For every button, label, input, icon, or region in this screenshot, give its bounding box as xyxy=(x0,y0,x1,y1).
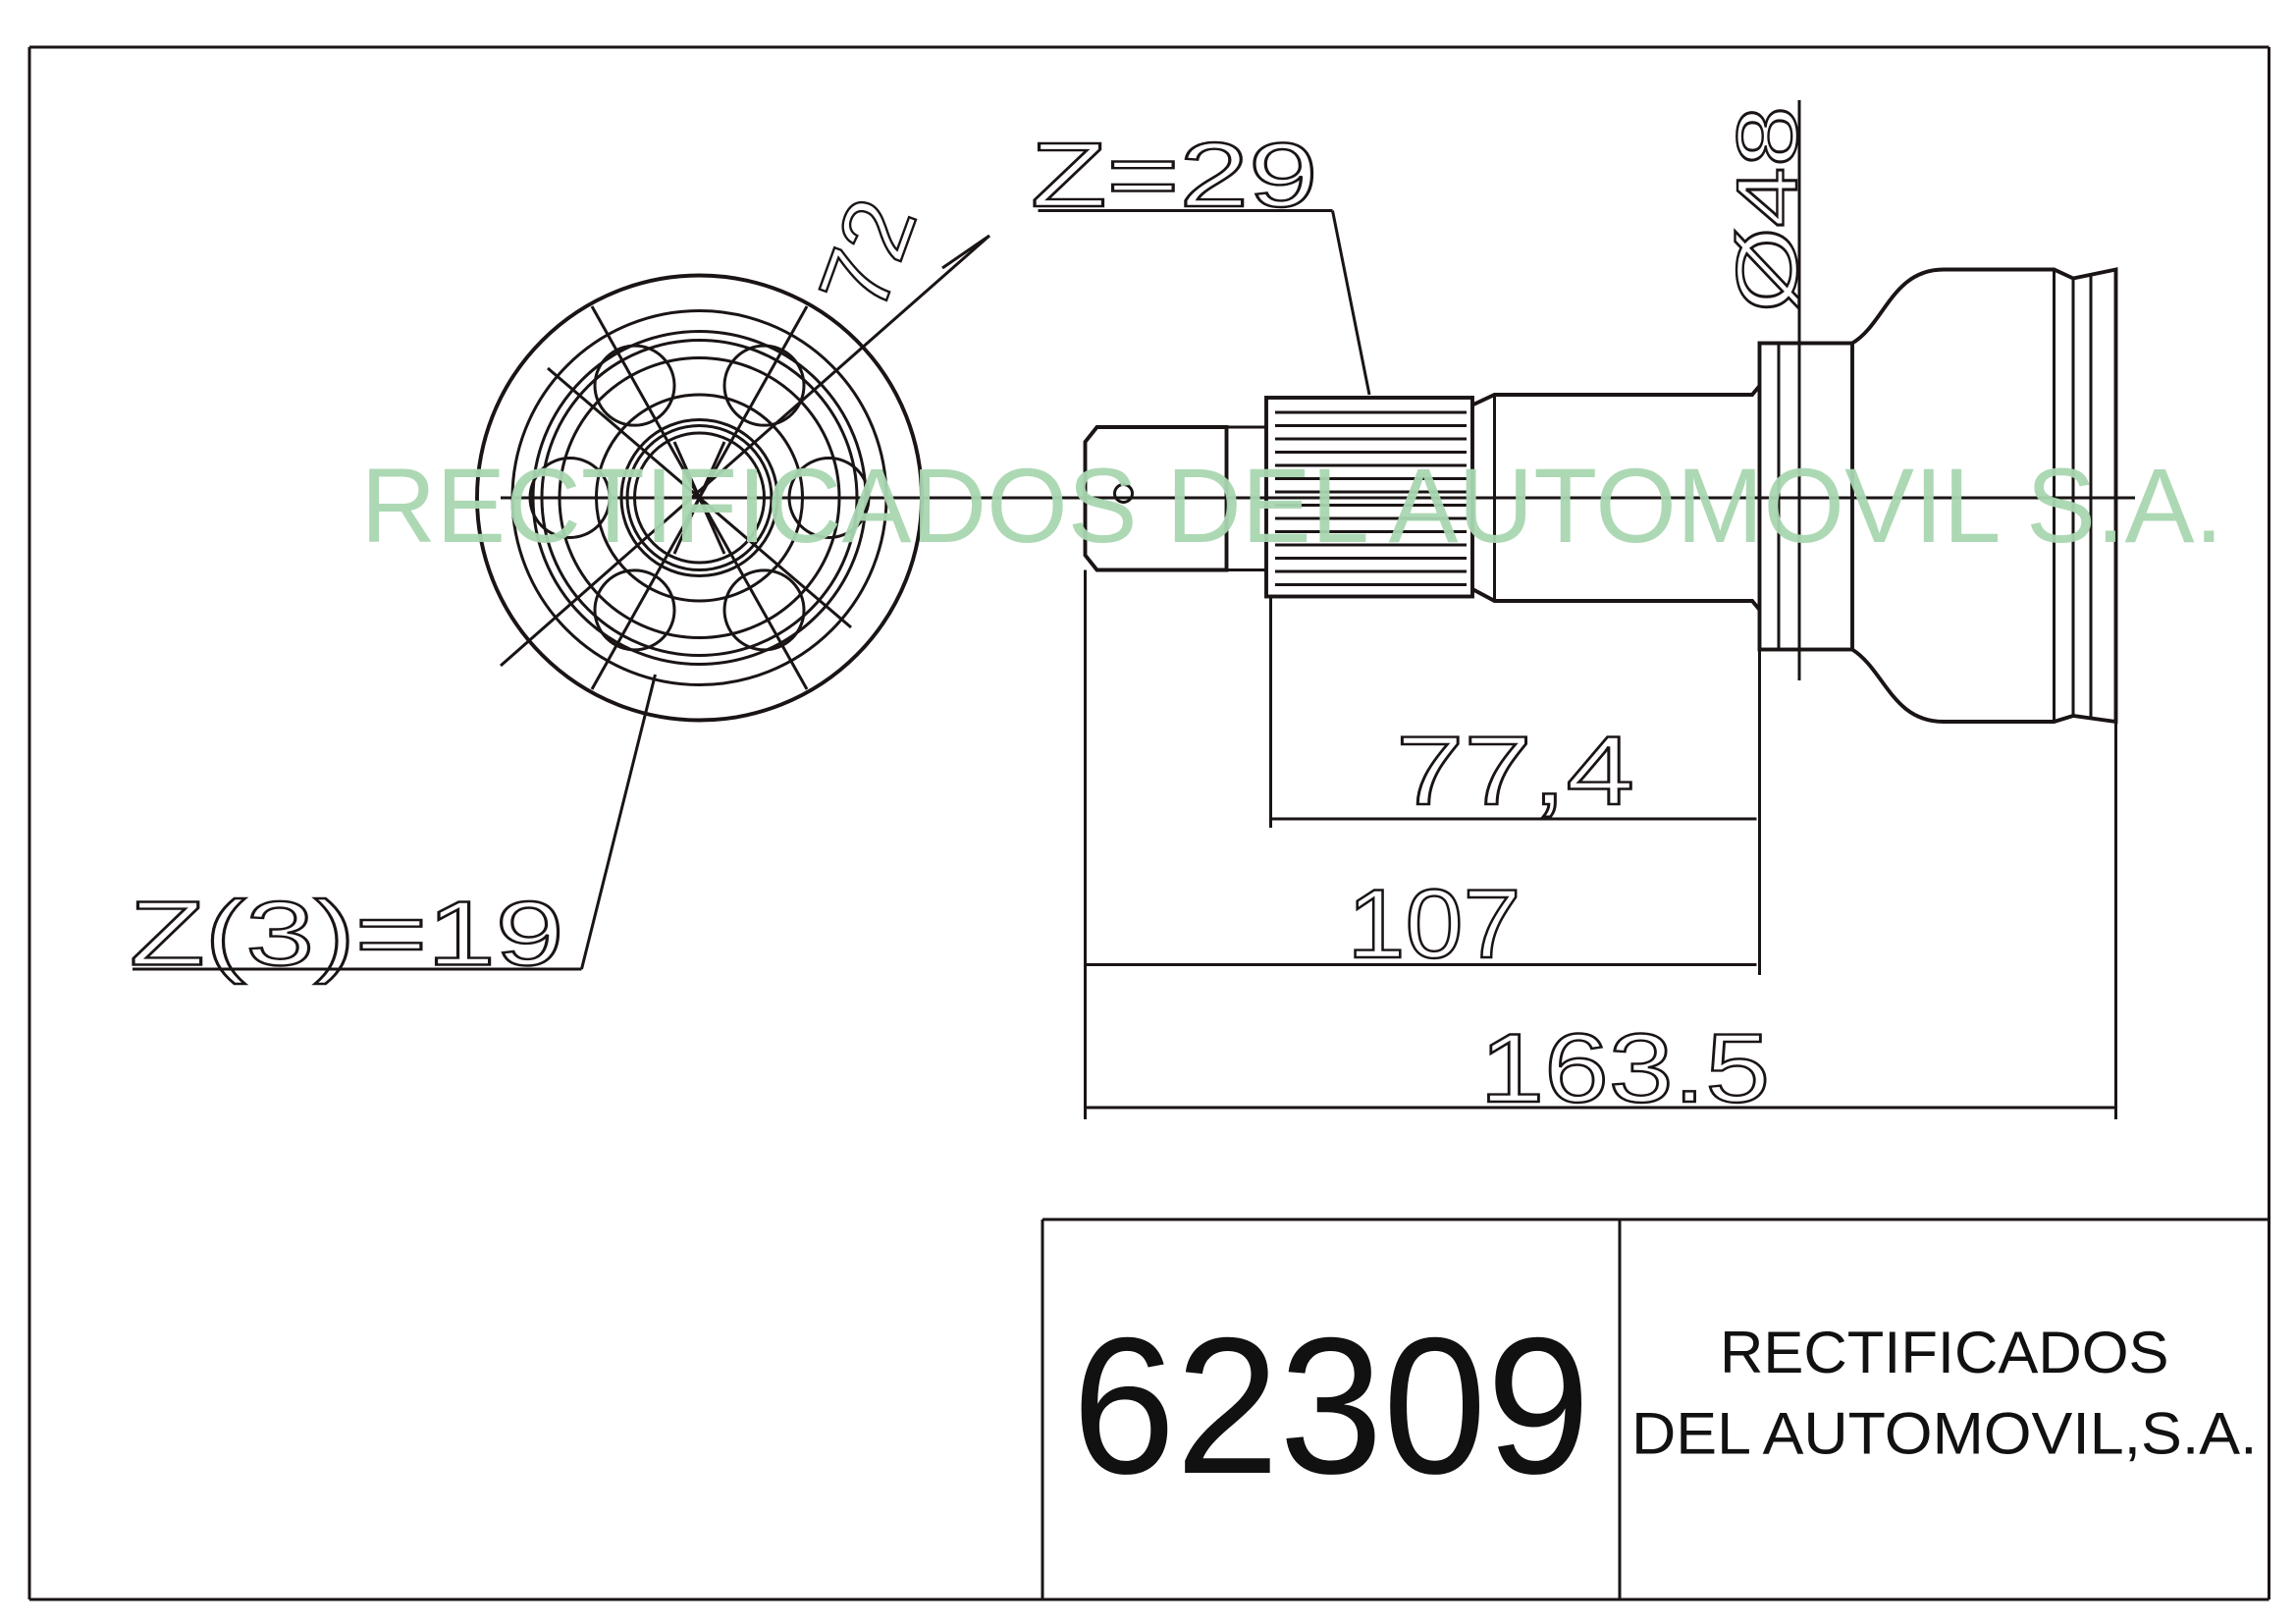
company-name-line2: DEL AUTOMOVIL,S.A. xyxy=(1631,1401,2258,1467)
title-block: 62309 RECTIFICADOS DEL AUTOMOVIL,S.A. xyxy=(1041,1218,2269,1599)
dim-face-diameter: 72 xyxy=(797,185,936,323)
company-name-line1: RECTIFICADOS xyxy=(1720,1320,2169,1385)
ball-outline xyxy=(722,568,806,652)
ball-outline xyxy=(722,344,806,427)
dim-total-length: 163.5 xyxy=(1480,1013,1771,1122)
dim-spline-teeth-inner: Z(3)=19 xyxy=(130,883,564,985)
ball-outline xyxy=(593,568,676,652)
dim-shaft-length: 107 xyxy=(1348,869,1522,978)
dim-spline-teeth-outer: Z=29 xyxy=(1031,124,1318,226)
watermark: RECTIFICADOS DEL AUTOMOVIL S.A. xyxy=(361,446,2224,565)
dimension-lines xyxy=(133,100,2117,1119)
part-number: 62309 xyxy=(1072,1297,1590,1514)
dim-spline-length: 77,4 xyxy=(1396,716,1634,825)
dim-bell-diameter: Ø48 xyxy=(1720,106,1815,312)
drawing-frame xyxy=(27,45,2270,1601)
joint-front-view xyxy=(475,273,2135,723)
joint-side-view xyxy=(1083,267,2118,725)
ball-outline xyxy=(593,344,676,427)
